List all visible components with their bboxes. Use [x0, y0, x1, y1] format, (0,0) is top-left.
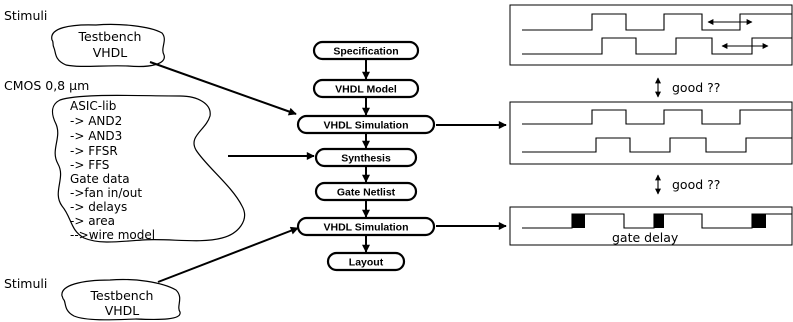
flow-step-label: Synthesis — [341, 153, 391, 165]
lib-line-3: -> AND3 — [70, 129, 122, 143]
gate-delay-block — [752, 214, 766, 228]
flow-step-layout: Layout — [326, 251, 406, 272]
flow-step-vhdl-model: VHDL Model — [312, 78, 420, 99]
flow-step-gate-netlist: Gate Netlist — [314, 181, 418, 202]
testbench-top-line1: Testbench — [78, 29, 142, 44]
stimuli-top-label: Stimuli — [4, 8, 47, 23]
waveform-panel-2 — [509, 101, 793, 165]
flow-step-vhdl-simulation-1: VHDL Simulation — [296, 114, 436, 135]
lib-line-8: -> delays — [70, 200, 127, 214]
flow-step-label: VHDL Simulation — [324, 222, 409, 234]
waveform-signal — [522, 109, 792, 125]
flow-step-label: Layout — [349, 257, 384, 269]
waveform-signal — [522, 137, 792, 153]
gate-delay-label: gate delay — [612, 230, 679, 245]
lib-line-6: Gate data — [70, 172, 130, 186]
lib-line-10: -->wire model — [70, 228, 155, 242]
waveform-panel-1 — [509, 4, 793, 66]
testbench-top-line2: VHDL — [93, 45, 128, 60]
lib-line-1: ASIC-lib — [70, 99, 116, 113]
arrow-testbench-to-sim2 — [157, 226, 299, 283]
testbench-bottom-blob — [61, 278, 181, 321]
stimuli-bottom-label: Stimuli — [4, 276, 47, 291]
flow-step-specification: Specification — [312, 40, 420, 61]
asic-lib-list: ASIC-lib -> AND2 -> AND3 -> FFSR -> FFS … — [70, 99, 155, 242]
flow-step-label: Specification — [333, 46, 398, 58]
lib-line-4: -> FFSR — [70, 144, 118, 158]
waveform-panel-3: gate delay — [509, 206, 793, 246]
arrow-testbench-to-sim1 — [149, 61, 297, 116]
waveform-signal — [522, 37, 792, 55]
lib-line-7: ->fan in/out — [70, 186, 142, 200]
gate-delay-block — [654, 214, 664, 228]
testbench-bottom-line1: Testbench — [90, 288, 154, 303]
flow-step-label: VHDL Simulation — [324, 120, 409, 132]
lib-line-5: -> FFS — [70, 158, 109, 172]
good-label-2: good ?? — [672, 177, 720, 192]
lib-line-9: -> area — [70, 214, 115, 228]
flow-step-label: VHDL Model — [335, 84, 397, 96]
flow-step-synthesis: Synthesis — [314, 147, 418, 168]
good-label-1: good ?? — [672, 80, 720, 95]
cmos-label: CMOS 0,8 µm — [4, 78, 89, 93]
waveform-signal — [522, 13, 792, 31]
flow-step-vhdl-simulation-2: VHDL Simulation — [296, 216, 436, 237]
gate-delay-block — [572, 214, 585, 228]
testbench-bottom-line2: VHDL — [105, 303, 140, 318]
lib-line-2: -> AND2 — [70, 114, 122, 128]
flow-step-label: Gate Netlist — [337, 187, 396, 199]
asic-lib-blob — [51, 94, 246, 243]
